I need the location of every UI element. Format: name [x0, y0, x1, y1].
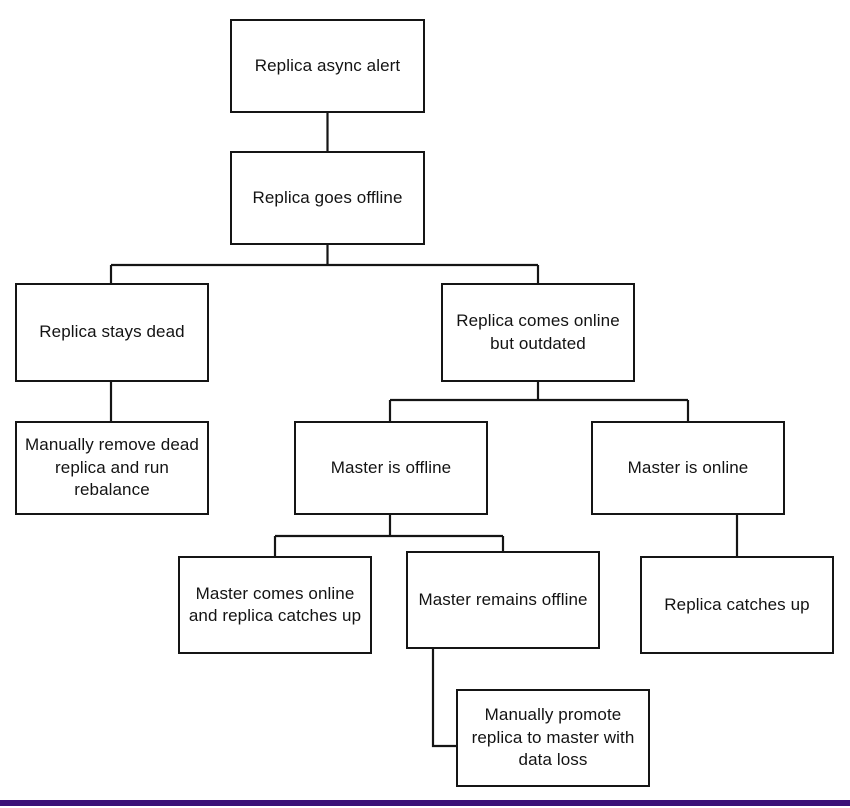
node-replica-async-alert[interactable]: Replica async alert: [230, 19, 425, 113]
node-label: Replica comes online but outdated: [456, 311, 620, 353]
node-label: Replica catches up: [664, 594, 810, 614]
node-manually-promote-replica[interactable]: Manually promote replica to master with …: [456, 689, 650, 787]
node-master-comes-online-and-replica-catches-up[interactable]: Master comes online and replica catches …: [178, 556, 372, 654]
node-replica-catches-up[interactable]: Replica catches up: [640, 556, 834, 654]
node-replica-stays-dead[interactable]: Replica stays dead: [15, 283, 209, 382]
node-label: Manually remove dead replica and run reb…: [25, 435, 199, 500]
node-master-remains-offline[interactable]: Master remains offline: [406, 551, 600, 649]
node-replica-goes-offline[interactable]: Replica goes offline: [230, 151, 425, 245]
edge-remains-offline-to-promote: [431, 649, 456, 748]
node-label: Master is online: [627, 457, 749, 477]
node-master-is-online[interactable]: Master is online: [591, 421, 785, 515]
node-label: Master remains offline: [418, 589, 588, 609]
footer-accent-bar: [0, 800, 850, 806]
node-master-is-offline[interactable]: Master is offline: [294, 421, 488, 515]
node-label: Replica goes offline: [252, 187, 403, 207]
node-label: Master comes online and replica catches …: [188, 583, 362, 625]
node-label: Replica stays dead: [39, 322, 185, 342]
node-replica-comes-online-but-outdated[interactable]: Replica comes online but outdated: [441, 283, 635, 382]
node-label: Replica async alert: [254, 55, 401, 75]
node-label: Master is offline: [330, 457, 452, 477]
node-manually-remove-dead-replica[interactable]: Manually remove dead replica and run reb…: [15, 421, 209, 515]
node-label: Manually promote replica to master with …: [471, 705, 635, 770]
